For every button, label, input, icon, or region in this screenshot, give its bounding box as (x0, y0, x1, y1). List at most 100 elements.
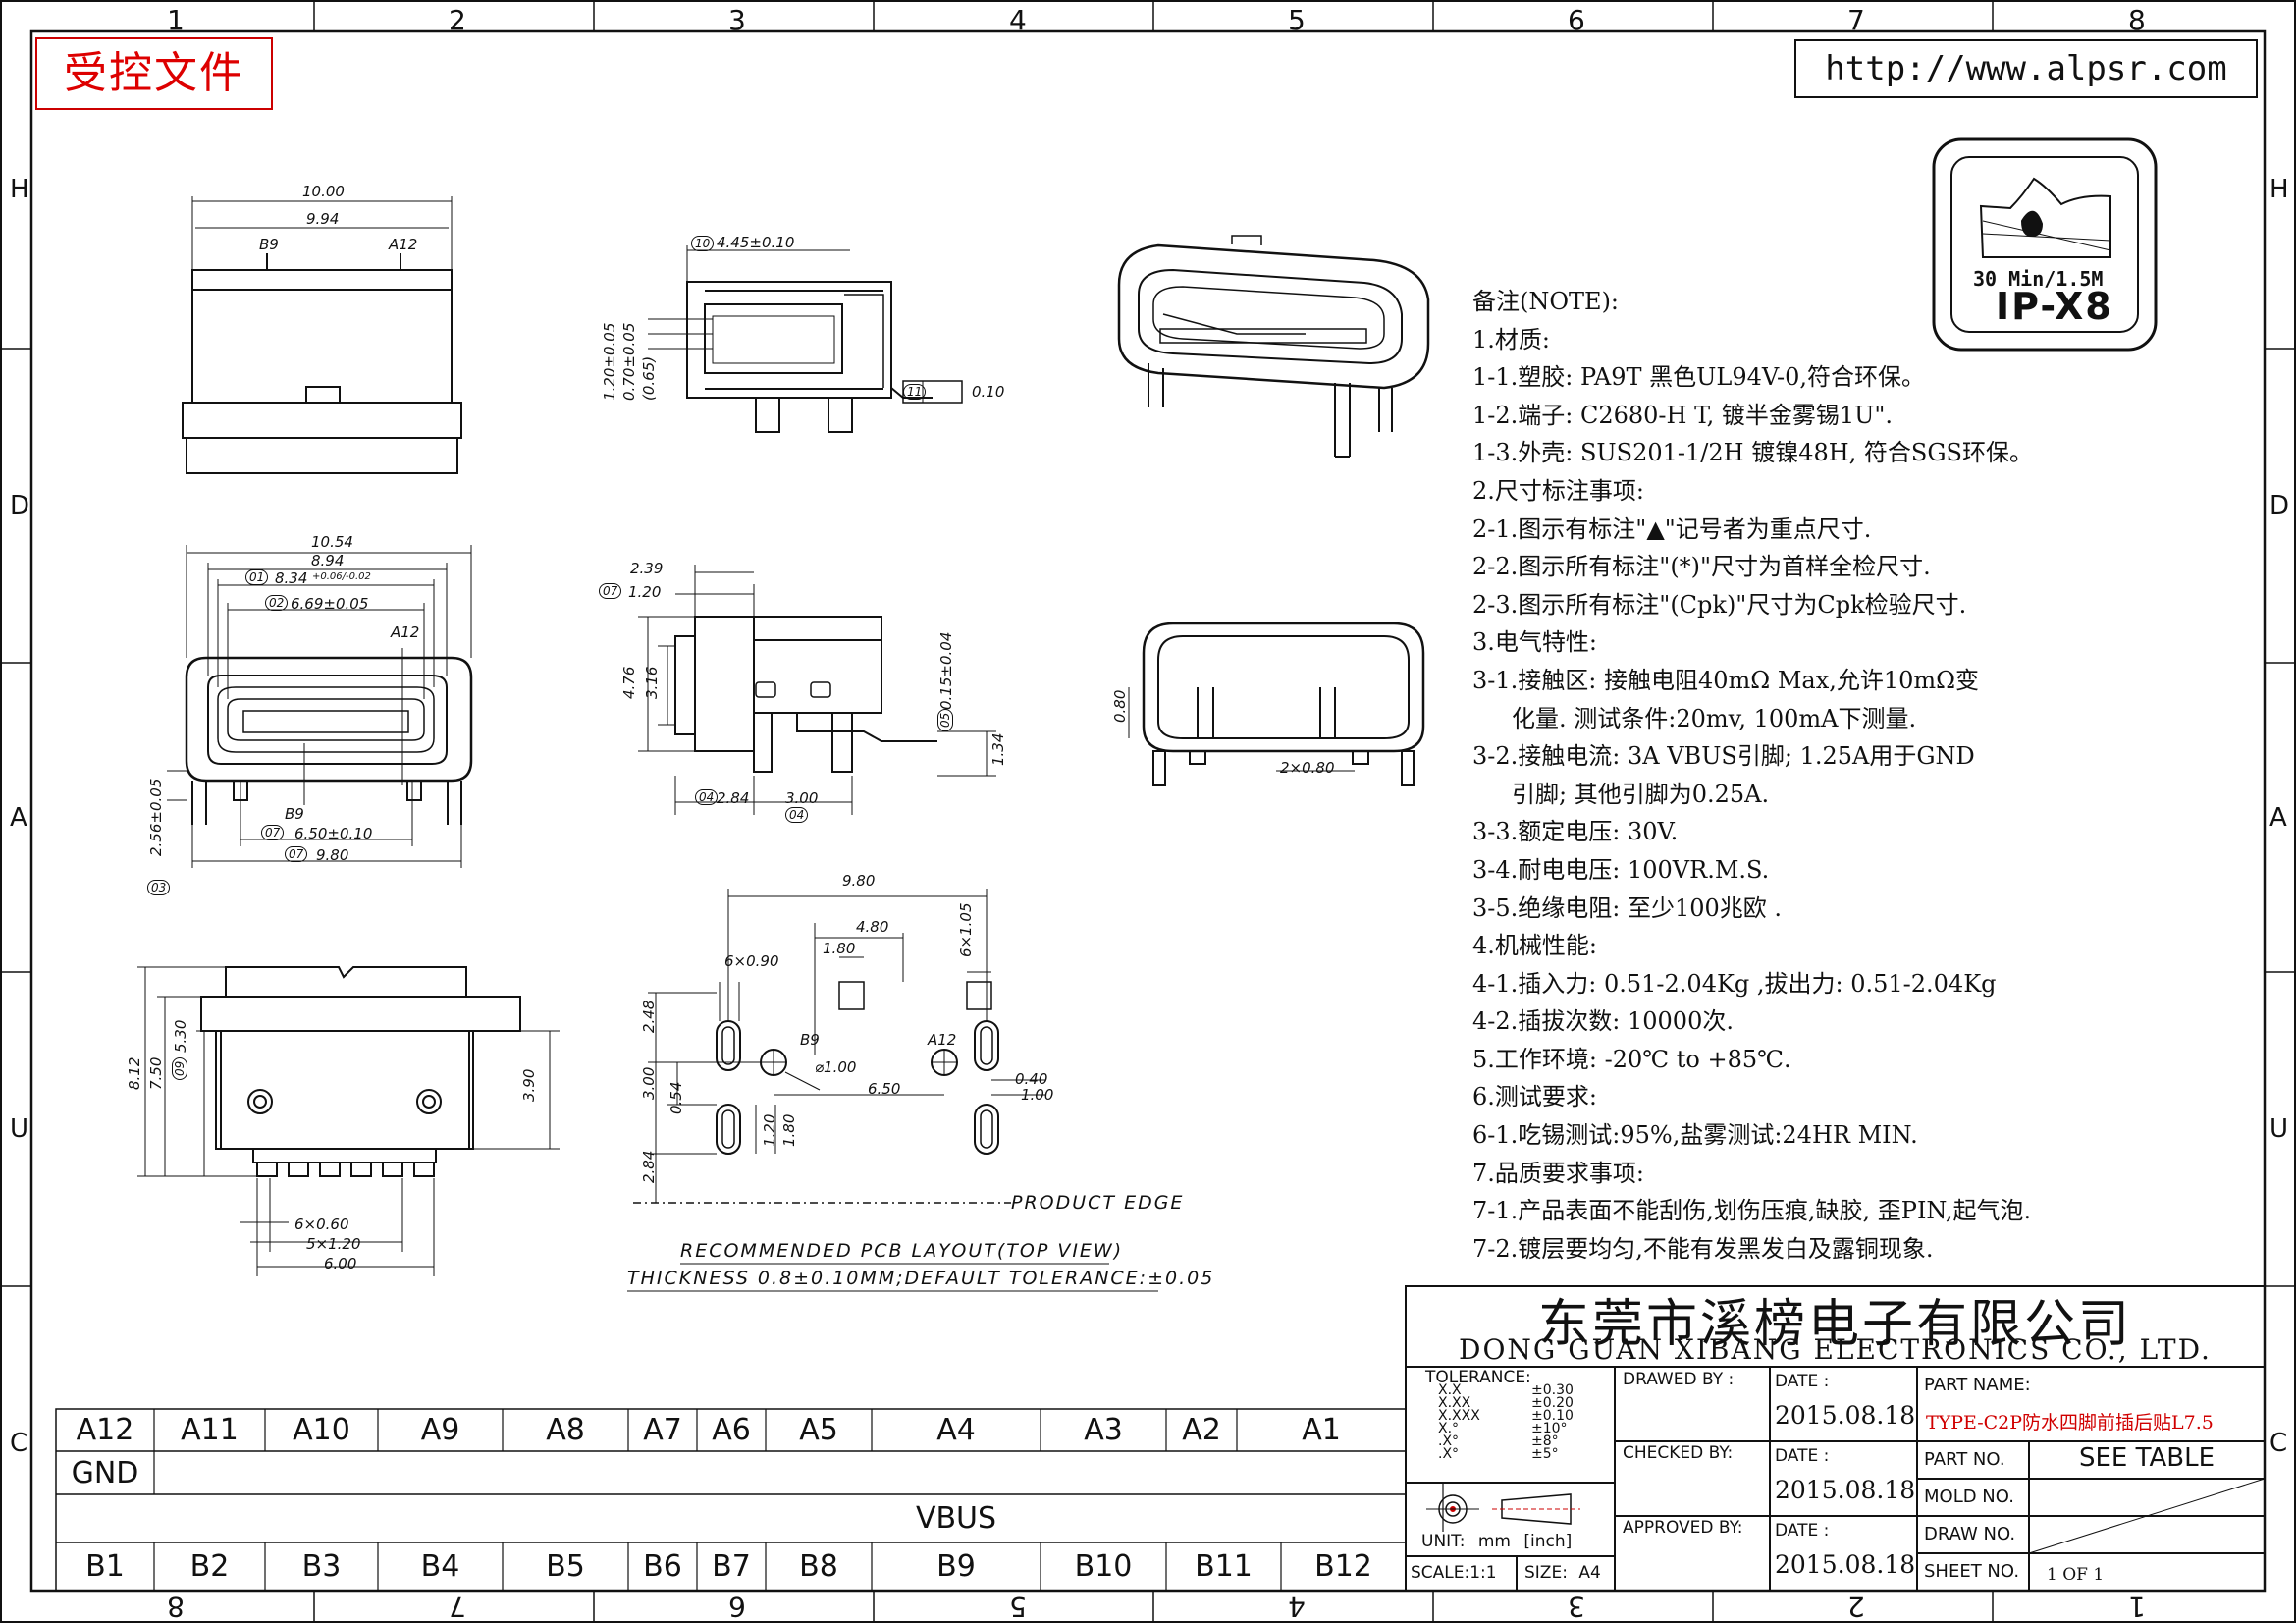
note-line: 备注(NOTE): (1472, 288, 1620, 315)
tol-key: X.XXX (1438, 1408, 1480, 1424)
dim-label: 1.80 (780, 1113, 798, 1147)
pin-cell: B7 (712, 1549, 751, 1584)
vbus-cell: VBUS (915, 1501, 997, 1536)
note-line: 6.测试要求: (1472, 1083, 1597, 1111)
col-label: 6 (728, 1591, 746, 1623)
callout-number: 04 (785, 807, 809, 823)
tolerance-label: TOLERANCE: (1425, 1368, 1531, 1387)
dim-label: (0.65) (640, 355, 658, 401)
sheet-value: 1 OF 1 (2047, 1565, 2105, 1585)
col-label: 2 (1847, 1591, 1865, 1623)
row-label: H (2269, 175, 2289, 204)
unit-alt: [inch] (1523, 1532, 1573, 1551)
scale-label: SCALE: (1411, 1563, 1470, 1583)
pin-cell: A11 (181, 1413, 239, 1447)
tol-key: X.XX (1438, 1395, 1471, 1411)
pin-cell: B5 (546, 1549, 585, 1584)
row-label: H (10, 175, 29, 204)
row-label: U (10, 1114, 29, 1144)
row-label: A (10, 803, 27, 833)
callout-number: 01 (245, 569, 269, 585)
tol-key: .X° (1438, 1446, 1460, 1462)
dim-label: A12 (391, 623, 420, 641)
col-label: 7 (1847, 4, 1865, 36)
note-line: 3-4.耐电电压: 100VR.M.S. (1472, 855, 1770, 884)
pin-row-a: A12 A11 A10 A9 A8 A7 A6 A5 A4 A3 A2 A1 (56, 1409, 1406, 1451)
approved-date: 2015.08.18 (1775, 1550, 1916, 1579)
pin-row-gnd: GND (56, 1451, 154, 1494)
tol-value: ±10° (1531, 1421, 1568, 1436)
dim-label: 6.50 (868, 1080, 901, 1098)
note-line: 7.品质要求事项: (1472, 1159, 1644, 1187)
tol-value: ±8° (1531, 1434, 1559, 1449)
pin-cell: B12 (1314, 1549, 1372, 1584)
drawn-by-label: DRAWED BY : (1623, 1370, 1735, 1389)
scale-cell: SCALE:1:1 (1411, 1563, 1497, 1583)
pin-cell: A2 (1182, 1413, 1221, 1447)
note-line: 化量. 测试条件:20mv, 100mA下测量. (1512, 704, 1917, 732)
callout-number: 03 (147, 880, 171, 895)
note-line: 引脚; 其他引脚为0.25A. (1512, 780, 1770, 808)
col-label: 6 (1568, 4, 1585, 36)
note-line: 7-2.镀层要均匀,不能有发黑发白及露铜现象. (1472, 1234, 1934, 1263)
note-line: 1-1.塑胶: PA9T 黑色UL94V-0,符合环保。 (1472, 363, 1926, 392)
dim-label: 6.50±0.10 (294, 825, 373, 842)
dim-label: 0.70±0.05 (620, 322, 638, 401)
row-label: D (10, 491, 30, 520)
col-label: 7 (449, 1591, 466, 1623)
dim-label: 3.16 (643, 666, 661, 699)
tol-value: ±0.10 (1531, 1408, 1574, 1424)
pin-cell: A7 (643, 1413, 682, 1447)
tol-value: ±0.30 (1531, 1382, 1574, 1398)
title-block-grid (1405, 1285, 2266, 1592)
dim-label: 6.00 (324, 1255, 357, 1272)
col-label: 1 (2128, 1591, 2146, 1623)
rear-view-outline (137, 966, 560, 1276)
tol-key: .X° (1438, 1434, 1460, 1449)
date-label: DATE : (1775, 1521, 1830, 1541)
dim-label: 2×0.80 (1280, 759, 1335, 777)
dim-label: 0.80 (1111, 689, 1129, 723)
note-line: 3-1.接触区: 接触电阻40mΩ Max,允许10mΩ变 (1472, 666, 1980, 694)
dim-label: 9.94 (306, 210, 340, 228)
note-line: 1-2.端子: C2680-H T, 镀半金雾锡1U". (1472, 401, 1894, 429)
dim-label: 6×0.90 (724, 952, 779, 970)
pin-cell: A1 (1302, 1413, 1341, 1447)
note-line: 2-2.图示所有标注"(*)"尺寸为首样全检尺寸. (1472, 553, 1931, 581)
dim-label: 3.00 (785, 789, 819, 807)
dim-label: 2.84 (717, 789, 750, 807)
tol-value: ±0.20 (1531, 1395, 1574, 1411)
col-label: 8 (2128, 4, 2146, 36)
note-line: 3-2.接触电流: 3A VBUS引脚; 1.25A用于GND (1472, 742, 1975, 771)
end-view-outline (1128, 622, 1425, 786)
pin-cell: A12 (76, 1413, 134, 1447)
company-name-en: DONG GUAN XIBANG ELECTRONICS CO., LTD. (1459, 1333, 2212, 1366)
col-label: 8 (167, 1591, 185, 1623)
note-line: 7-1.产品表面不能刮伤,划伤压痕,缺胶, 歪PIN,起气泡. (1472, 1197, 2032, 1225)
callout-number: 05 (937, 708, 953, 731)
pin-cell: B4 (420, 1549, 460, 1584)
size-label: SIZE: (1524, 1563, 1568, 1583)
note-line: 4.机械性能: (1472, 932, 1597, 960)
scale-value: 1:1 (1469, 1563, 1497, 1583)
date-label: DATE : (1775, 1446, 1830, 1466)
dim-tolerance: +0.06/-0.02 (312, 571, 371, 582)
pin-row-vbus: VBUS (872, 1494, 1041, 1542)
tol-key: X.X (1438, 1382, 1462, 1398)
dim-label: 2.39 (630, 560, 664, 577)
pin-cell: A6 (712, 1413, 751, 1447)
dim-label: 6×1.05 (957, 902, 975, 957)
dim-label: 2.84 (640, 1150, 658, 1183)
unit-row: UNIT: mm [inch] (1421, 1532, 1572, 1551)
gnd-cell: GND (71, 1455, 139, 1490)
website-url[interactable]: http://www.alpsr.com (1794, 39, 2258, 98)
pin-cell: B11 (1195, 1549, 1253, 1584)
pin-cell: B9 (936, 1549, 976, 1584)
dim-label: 2.48 (640, 1000, 658, 1033)
dim-label: 0.10 (972, 383, 1005, 401)
ip-badge-depth: 30 Min/1.5M (1973, 267, 2104, 291)
col-label: 5 (1288, 4, 1306, 36)
pin-label-a12: A12 (928, 1031, 957, 1049)
col-label: 5 (1009, 1591, 1027, 1623)
